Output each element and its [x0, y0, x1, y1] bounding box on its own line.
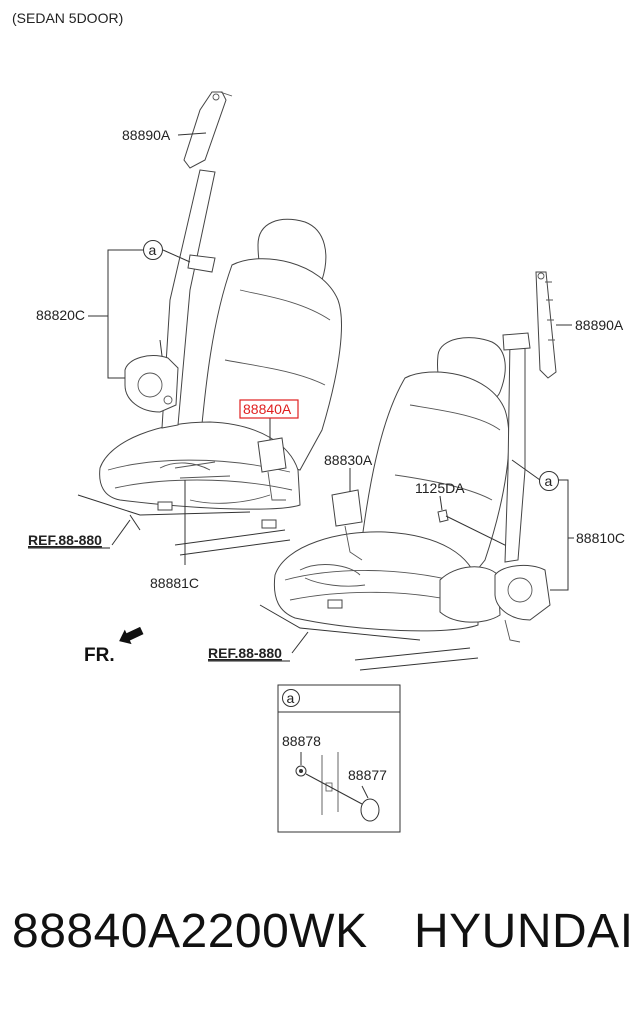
- callout-88820C: 88820C: [36, 307, 85, 323]
- callout-88890A-right: 88890A: [575, 317, 624, 333]
- inset-part-88877: 88877: [348, 767, 387, 783]
- callout-1125DA: 1125DA: [415, 480, 465, 496]
- variant-title: (SEDAN 5DOOR): [12, 10, 124, 26]
- upper-anchor-right: [535, 271, 557, 379]
- brand-name: HYUNDAI: [414, 905, 634, 958]
- footer: 88840A2200WK HYUNDAI: [0, 900, 643, 980]
- highlight-box: [239, 399, 299, 419]
- right-belt: [494, 332, 551, 643]
- leader-lines: [88, 249, 574, 654]
- front-label: FR.: [84, 645, 115, 666]
- callout-88890A-left: 88890A: [122, 127, 171, 143]
- callout-88881C: 88881C: [150, 575, 199, 591]
- part-number: 88840A2200WK: [12, 905, 368, 958]
- left-seat: [77, 218, 342, 556]
- seat-belt-diagram: 88890A 88820C a 88840A 88830A 1125DA a 8…: [28, 91, 625, 833]
- marker-label-left: a: [149, 242, 157, 258]
- callout-88830A: 88830A: [324, 452, 373, 468]
- left-belt: [124, 169, 216, 429]
- inset-marker: a: [287, 690, 295, 706]
- ref-left: REF.88-880: [28, 532, 102, 548]
- right-seat: [259, 337, 516, 671]
- callout-88810C: 88810C: [576, 530, 625, 546]
- detail-inset: a 88878 88877: [277, 684, 401, 833]
- detail-marker-right: [539, 471, 559, 491]
- ref-right: REF.88-880: [208, 645, 282, 661]
- detail-marker-left: [143, 240, 163, 260]
- front-arrow-icon: [119, 626, 144, 645]
- callout-88840A: 88840A: [243, 401, 292, 417]
- marker-label-right: a: [545, 473, 553, 489]
- inset-part-88878: 88878: [282, 733, 321, 749]
- upper-anchor-left: [177, 91, 233, 169]
